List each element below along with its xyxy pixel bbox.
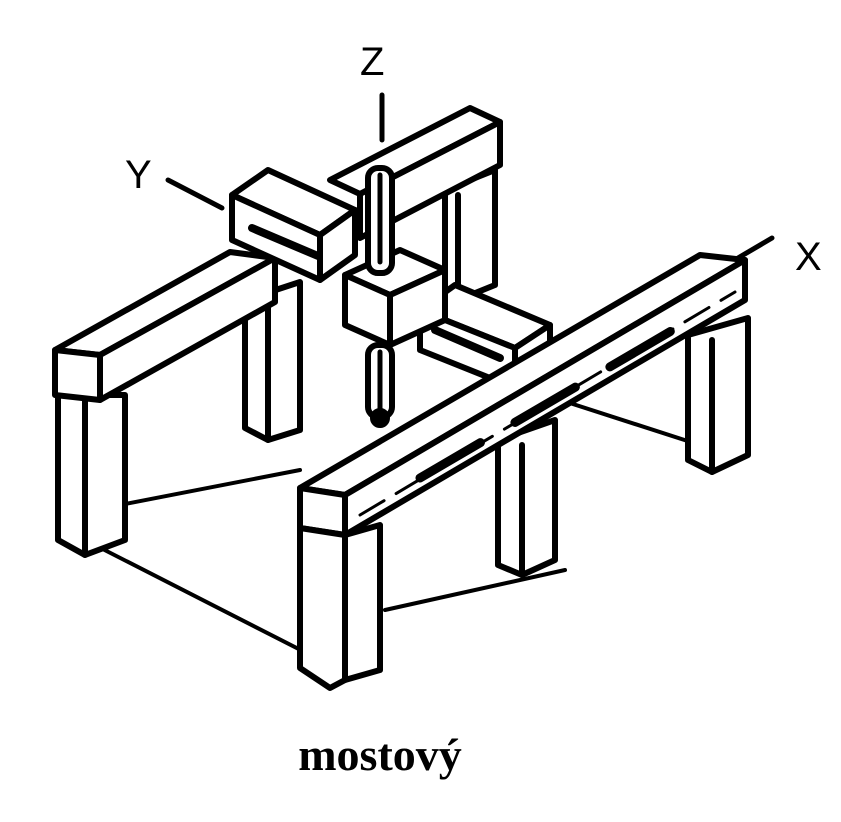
right-rail-back-legs <box>495 315 751 578</box>
x-rail-front-legs <box>297 522 383 691</box>
left-rail-legs <box>55 279 303 558</box>
z-axis-label: Z <box>360 40 384 84</box>
carriage <box>342 247 448 348</box>
y-arm <box>229 167 358 283</box>
x-rail-beam <box>297 252 748 538</box>
label-leaders <box>165 92 775 261</box>
diagram-caption: mostový <box>298 729 462 780</box>
z-quill <box>365 165 395 428</box>
y-axis-label: Y <box>125 153 152 197</box>
x-axis-label: X <box>795 235 822 279</box>
